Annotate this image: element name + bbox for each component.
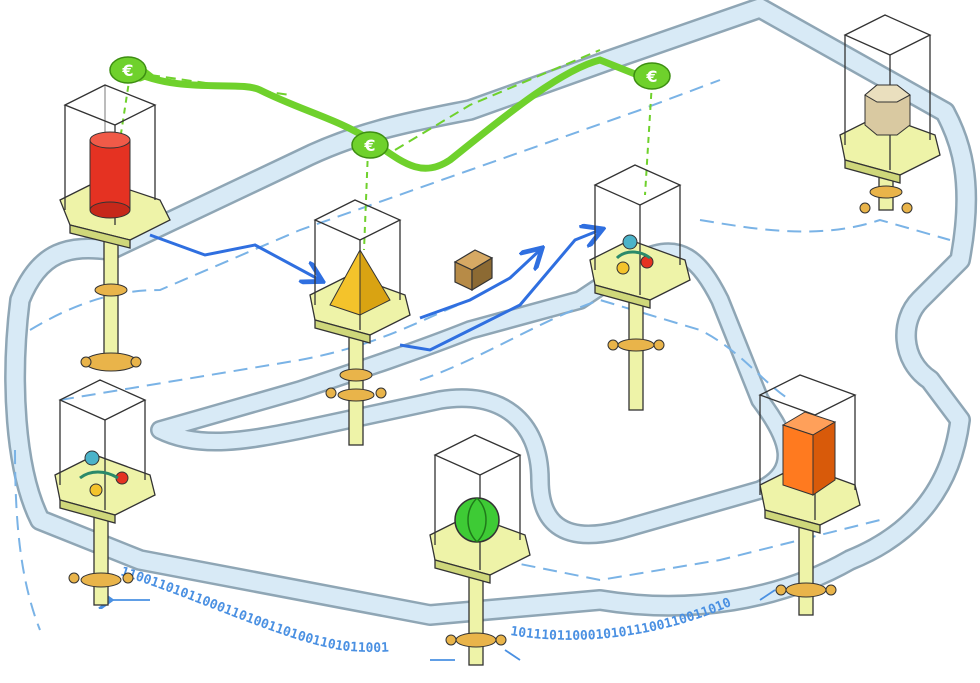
euro-icon: € [121, 61, 133, 80]
red-cylinder [90, 132, 130, 218]
node-beige-octagon [840, 15, 940, 213]
green-sphere [455, 498, 499, 542]
euro-coin-center: € [352, 132, 388, 158]
package-icon [455, 250, 492, 290]
euro-icon: € [363, 136, 375, 155]
orange-box [783, 412, 835, 495]
node-gears-right [590, 165, 690, 410]
node-red-cylinder [60, 85, 170, 371]
node-stand [608, 290, 664, 410]
beige-octagon [865, 85, 910, 135]
euro-icon: € [645, 67, 657, 86]
euro-coin-right: € [634, 63, 670, 89]
euro-coin-left: € [110, 57, 146, 83]
